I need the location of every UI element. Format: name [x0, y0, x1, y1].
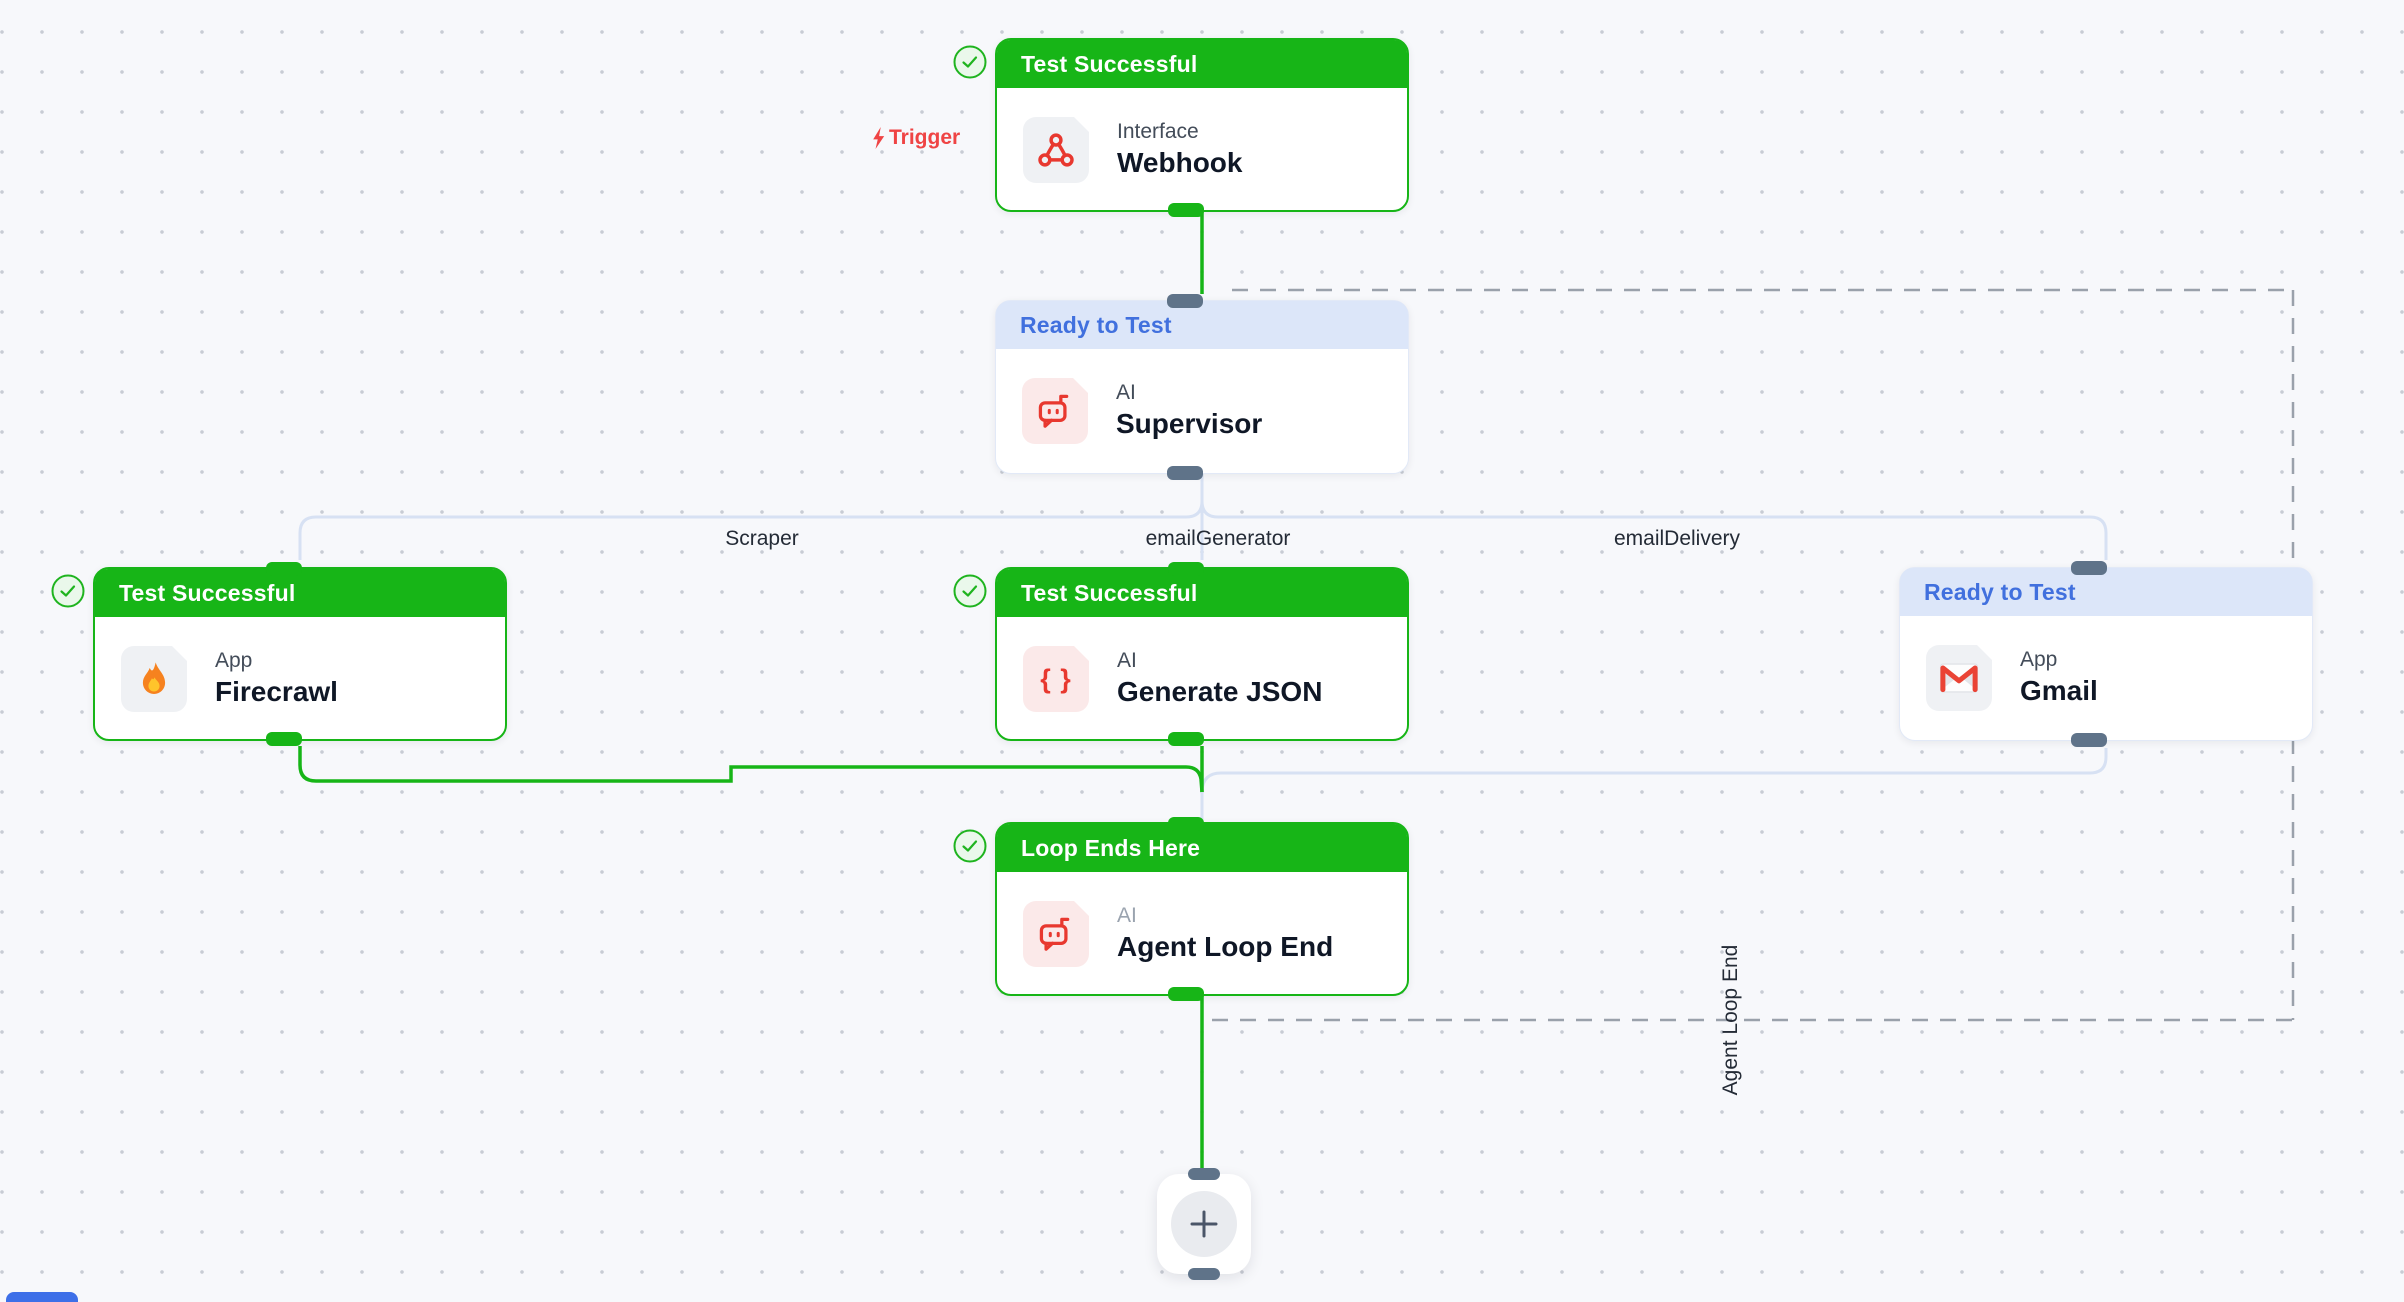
add-node-button[interactable] [1157, 1168, 1251, 1280]
node-title: Gmail [2020, 675, 2098, 707]
success-check-icon [953, 45, 987, 79]
node-category: App [2020, 648, 2058, 672]
status-text: Ready to Test [1924, 578, 2076, 605]
webhook-icon [1023, 116, 1090, 183]
trigger-tag: Trigger [870, 126, 960, 150]
node-category: Interface [1117, 120, 1199, 144]
output-handle[interactable] [266, 732, 302, 746]
edge-gmail-loopend [1200, 748, 2108, 822]
loop-region-label: Agent Loop End [1719, 944, 1742, 1096]
edge-label-emaildelivery: emailDelivery [1613, 527, 1741, 550]
output-handle[interactable] [1167, 466, 1203, 480]
node-category: AI [1116, 381, 1136, 405]
trigger-label: Trigger [889, 126, 961, 149]
status-text: Test Successful [1021, 50, 1198, 77]
input-handle[interactable] [1167, 294, 1203, 308]
edge-label-emailgenerator: emailGenerator [1145, 527, 1291, 550]
braces-text: { } [1040, 663, 1072, 694]
success-check-icon [51, 574, 85, 608]
input-handle[interactable] [1188, 1168, 1220, 1180]
output-handle[interactable] [1168, 203, 1204, 217]
success-check-icon [953, 574, 987, 608]
input-handle[interactable] [2071, 561, 2107, 575]
node-gmail[interactable]: Ready to Test App Gmail [1899, 561, 2313, 747]
robot-icon [1022, 377, 1089, 444]
node-category: App [215, 649, 253, 673]
output-handle[interactable] [2071, 733, 2107, 747]
status-text: Loop Ends Here [1021, 834, 1201, 861]
node-title: Agent Loop End [1117, 931, 1334, 963]
node-status-header: Loop Ends Here [997, 824, 1407, 872]
node-supervisor[interactable]: Ready to Test AI Supervisor [995, 294, 1409, 480]
status-text: Test Successful [1021, 579, 1198, 606]
robot-icon [1023, 900, 1090, 967]
node-status-header: Test Successful [997, 569, 1407, 617]
node-webhook[interactable]: Test Successful Interface Webhook [995, 38, 1409, 217]
node-title: Webhook [1117, 147, 1243, 179]
output-handle[interactable] [1168, 987, 1204, 1001]
node-category: AI [1117, 649, 1137, 673]
plus-icon [1171, 1191, 1237, 1257]
flame-icon [121, 645, 188, 712]
lightning-bolt-icon [873, 127, 885, 149]
status-text: Test Successful [119, 579, 296, 606]
node-status-header: Test Successful [997, 40, 1407, 88]
node-title: Generate JSON [1117, 676, 1323, 708]
output-handle[interactable] [1188, 1268, 1220, 1280]
success-check-icon [953, 829, 987, 863]
node-status-header: Ready to Test [1900, 568, 2312, 616]
node-title: Supervisor [1116, 408, 1263, 440]
node-title: Firecrawl [215, 676, 338, 708]
braces-icon: { } [1023, 645, 1090, 712]
cropped-toolbar-chip [6, 1292, 78, 1302]
node-firecrawl[interactable]: Test Successful App Firecrawl [93, 562, 507, 746]
input-handle[interactable] [1168, 817, 1204, 831]
node-status-header: Test Successful [95, 569, 505, 617]
edge-firecrawl-loopend [298, 746, 1204, 793]
input-handle[interactable] [266, 562, 302, 576]
node-agent-loop-end[interactable]: Loop Ends Here AI Agent Loop End [995, 817, 1409, 1001]
output-handle[interactable] [1168, 732, 1204, 746]
gmail-icon [1926, 644, 1993, 711]
status-text: Ready to Test [1020, 311, 1172, 338]
edge-label-scraper: Scraper [725, 527, 799, 550]
node-status-header: Ready to Test [996, 301, 1408, 349]
input-handle[interactable] [1168, 562, 1204, 576]
node-generate-json[interactable]: Test Successful { } AI Generate JSON [995, 562, 1409, 746]
node-category: AI [1117, 904, 1137, 928]
